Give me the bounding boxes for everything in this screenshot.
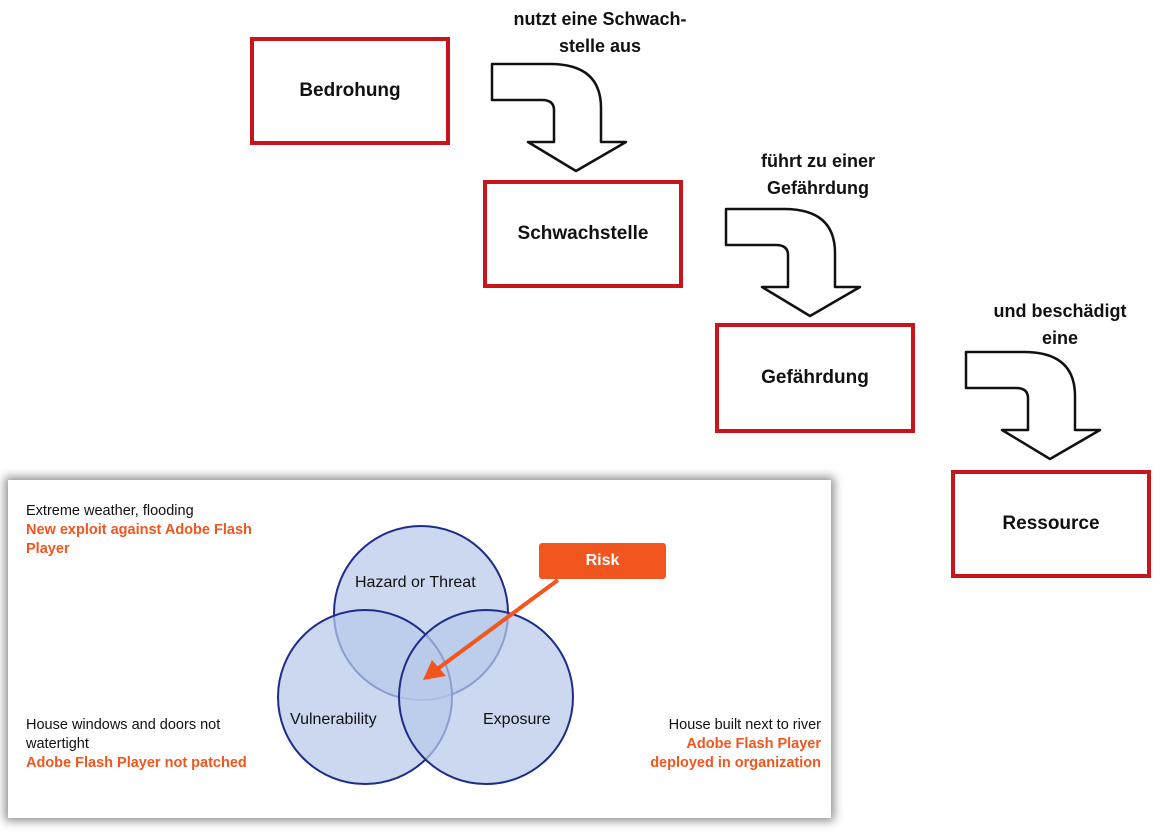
note-vuln-plain: House windows and doors not watertight [26,717,221,752]
box-gefaehrdung: Gefährdung [715,323,915,433]
curved-arrow-2 [724,207,862,318]
box-bedrohung-label: Bedrohung [299,80,401,101]
circle-exposure [398,609,574,785]
note-exposure: House built next to river Adobe Flash Pl… [632,716,821,773]
note-vuln-orange: Adobe Flash Player not patched [26,755,247,771]
note-vulnerability: House windows and doors not watertight A… [26,716,262,773]
arrow-label-leads-line1: führt zu einer [760,151,875,171]
note-exposure-plain: House built next to river [668,717,821,733]
circle-label-hazard: Hazard or Threat [355,574,476,591]
circle-label-exposure: Exposure [483,711,551,728]
arrow-label-leads-line2: Gefährdung [767,178,869,198]
arrow-label-leads: führt zu einer Gefährdung [718,148,918,202]
arrow-label-exploits: nutzt eine Schwach- stelle aus [485,6,715,60]
box-schwachstelle-label: Schwachstelle [517,223,649,244]
arrow-label-exploits-line2: stelle aus [558,36,642,56]
note-hazard: Extreme weather, flooding New exploit ag… [26,502,271,559]
risk-badge: Risk [539,543,666,579]
curved-arrow-1 [490,62,628,173]
note-hazard-plain: Extreme weather, flooding [26,503,194,519]
box-bedrohung: Bedrohung [250,37,450,145]
risk-label: Risk [585,552,620,569]
risk-arrow-head [423,660,446,680]
arrow-label-damages-line2: eine [1041,328,1079,348]
curved-arrow-3 [964,350,1102,461]
venn-diagram [277,525,574,785]
note-exposure-orange: Adobe Flash Player deployed in organizat… [650,736,821,771]
circle-label-vulnerability: Vulnerability [290,711,377,728]
note-hazard-orange: New exploit against Adobe Flash Player [26,522,252,557]
arrow-label-damages: und beschädigt eine [960,298,1160,352]
box-ressource: Ressource [951,470,1151,578]
arrow-label-damages-line1: und beschädigt [993,301,1127,321]
risk-arrow-line [434,578,560,672]
box-ressource-label: Ressource [1002,513,1100,534]
box-gefaehrdung-label: Gefährdung [761,367,869,388]
arrow-label-exploits-line1: nutzt eine Schwach- [513,9,687,29]
venn-card: Risk Hazard or Threat Vulnerability Expo… [8,480,831,818]
box-schwachstelle: Schwachstelle [483,180,683,288]
